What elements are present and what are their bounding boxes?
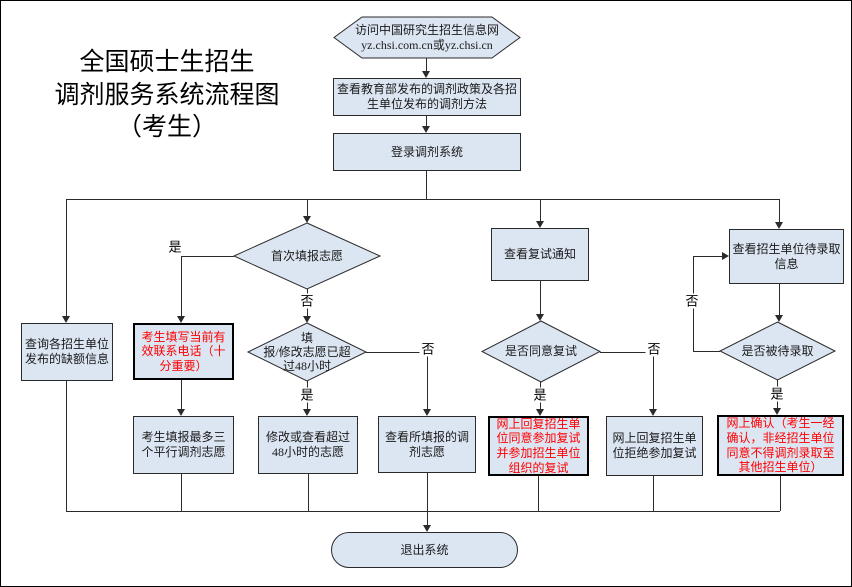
edge-label-yes: 是: [166, 239, 184, 255]
hexagon-shape: [333, 16, 521, 59]
arrowhead-down: [649, 409, 657, 416]
decision-over48: 填 报/修改志愿已超 过48小时: [246, 322, 368, 382]
connector-line: [66, 511, 780, 512]
node-start-label: 访问中国研究生招生信息网 yz.chsi.com.cn或yz.chsi.cn: [354, 23, 499, 52]
node-query-vacancy: 查询各招生单位发布的缺额信息: [21, 323, 113, 381]
connector-line: [779, 199, 780, 222]
arrowhead-down: [303, 216, 311, 223]
decision-agree-retest: 是否同意复试: [480, 320, 602, 383]
decision-agree-retest-label: 是否同意复试: [504, 344, 577, 359]
edge-label-yes: 是: [768, 386, 786, 402]
decision-over48-label: 填 报/修改志愿已超 过48小时: [263, 330, 351, 374]
arrowhead-down: [536, 409, 544, 416]
arrowhead-down: [775, 222, 783, 229]
connector-line: [538, 476, 539, 511]
edge-label-no: 否: [298, 293, 316, 309]
connector-line: [540, 199, 541, 221]
connector-line: [693, 351, 720, 352]
edge-label-no: 否: [683, 293, 701, 309]
diamond-shape: [480, 320, 602, 383]
node-fill-phone: 考生填写当前有效联系电话（十分重要）: [133, 323, 234, 380]
connector-line: [66, 199, 67, 316]
arrowhead-down: [536, 221, 544, 228]
connector-line: [181, 474, 182, 511]
connector-line: [427, 352, 428, 409]
connector-line: [540, 281, 541, 314]
arrowhead-down: [773, 408, 781, 415]
edge-label-yes: 是: [298, 387, 316, 403]
arrowhead-down: [423, 525, 431, 532]
arrowhead-down: [422, 126, 430, 133]
connector-line: [181, 256, 234, 257]
decision-first-time-label: 首次填报志愿: [270, 248, 343, 263]
connector-line: [307, 199, 308, 216]
node-view-admission: 查看招生单位待录取信息: [729, 229, 844, 284]
arrowhead-down: [775, 315, 783, 322]
arrowhead-down: [177, 409, 185, 416]
arrowhead-down: [303, 409, 311, 416]
edge-label-no: 否: [419, 341, 437, 357]
connector-line: [426, 171, 427, 199]
connector-line: [600, 352, 653, 353]
node-login: 登录调剂系统: [333, 133, 521, 171]
decision-first-time: 首次填报志愿: [232, 222, 382, 290]
arrowhead-down: [303, 316, 311, 323]
node-view-policy: 查看教育部发布的调剂政策及各招生单位发布的调剂方法: [333, 78, 521, 116]
connector-line: [181, 256, 182, 316]
connector-line: [780, 476, 781, 511]
node-fill-three: 考生填报最多三个平行调剂志愿: [133, 416, 234, 474]
arrowhead-down: [423, 409, 431, 416]
node-exit: 退出系统: [331, 532, 518, 568]
node-view-retest-notice: 查看复试通知: [491, 228, 589, 281]
connector-line: [427, 473, 428, 525]
connector-line: [653, 352, 654, 409]
arrowhead-down: [62, 316, 70, 323]
decision-admitted-label: 是否被待录取: [741, 343, 814, 358]
connector-line: [66, 199, 779, 200]
arrowhead-down: [177, 316, 185, 323]
connector-line: [66, 381, 67, 511]
connector-line: [693, 256, 722, 257]
node-view-filled: 查看所填报的调剂志愿: [378, 416, 476, 473]
node-start: 访问中国研究生招生信息网 yz.chsi.com.cn或yz.chsi.cn: [333, 16, 521, 59]
node-modify-over48: 修改或查看超过48小时的志愿: [258, 416, 358, 474]
arrowhead-down: [422, 71, 430, 78]
node-reply-reject: 网上回复招生单位拒绝参加复试: [606, 416, 703, 476]
connector-line: [779, 284, 780, 315]
arrowhead-down: [536, 314, 544, 321]
connector-line: [426, 116, 427, 126]
connector-line: [181, 380, 182, 409]
decision-admitted: 是否被待录取: [718, 321, 837, 381]
node-reply-agree: 网上回复招生单位同意参加复试并参加招生单位组织的复试: [488, 416, 589, 476]
connector-line: [426, 58, 427, 71]
connector-line: [366, 352, 427, 353]
edge-label-yes: 是: [531, 387, 549, 403]
node-confirm-online: 网上确认（考生一经确认，非经招生单位同意不得调剂录取至其他招生单位）: [717, 415, 844, 476]
connector-line: [308, 474, 309, 511]
edge-label-no: 否: [645, 341, 663, 357]
connector-line: [653, 476, 654, 511]
page-title: 全国硕士生招生 调剂服务系统流程图 （考生）: [54, 49, 280, 141]
arrowhead-right: [722, 252, 729, 260]
